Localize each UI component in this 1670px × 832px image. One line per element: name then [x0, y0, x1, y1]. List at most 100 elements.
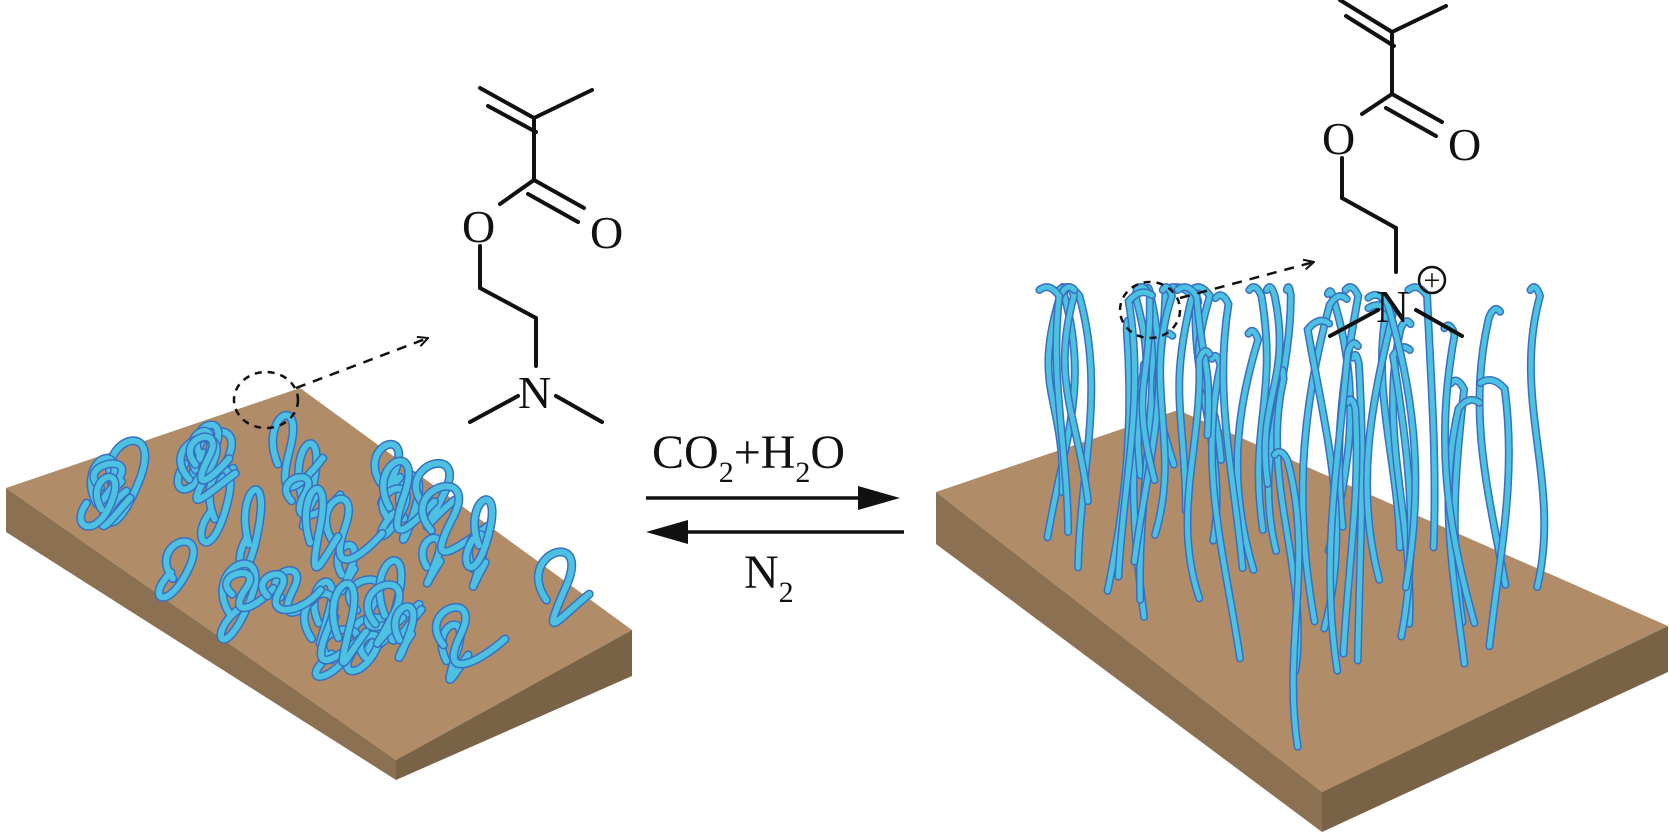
right-brush-32	[1272, 449, 1302, 750]
left-coil-34	[380, 458, 438, 533]
right-methyl-bond	[1390, 4, 1448, 34]
right-brush-33	[1364, 302, 1396, 583]
right-n-methyl-a	[1328, 308, 1380, 338]
n-part: N	[744, 546, 779, 599]
o-part: O	[810, 426, 845, 479]
left-carbonyl-bond-a	[532, 178, 586, 210]
left-coil-35	[419, 483, 494, 555]
right-brush-31	[1134, 284, 1157, 483]
left-coil-33	[433, 604, 508, 667]
left-coil-27	[223, 570, 277, 611]
left-molecule: O O N	[462, 86, 623, 424]
right-co-bond	[1360, 92, 1394, 116]
right-brush-17	[1528, 284, 1547, 590]
plus-h-part: +H	[734, 426, 796, 479]
left-substrate-top	[6, 388, 632, 760]
right-carbonyl-oxygen: O	[1448, 119, 1481, 170]
left-coil-36	[177, 435, 239, 503]
right-extended-chains	[1035, 283, 1549, 751]
left-coil-25	[198, 466, 234, 546]
right-brush-15	[1234, 328, 1261, 573]
left-coil-19	[413, 460, 459, 530]
left-ester-oxygen: O	[462, 201, 495, 252]
right-double-bond-b	[1344, 14, 1396, 48]
left-coil-18	[156, 538, 197, 601]
left-coil-37	[364, 581, 406, 647]
right-brush-43	[1365, 292, 1418, 590]
right-brush-23	[1246, 284, 1270, 533]
right-brush-36	[1184, 348, 1212, 601]
left-n-methyl-b	[554, 394, 604, 424]
left-substrate	[6, 388, 632, 780]
left-co-bond	[498, 178, 536, 206]
positive-charge-circle	[1417, 265, 1447, 295]
left-double-bond-a	[478, 86, 536, 120]
left-coil-32	[303, 485, 341, 571]
reverse-condition-label: N2	[744, 546, 794, 609]
right-brush-19	[1209, 353, 1243, 661]
right-dashed-arrow	[1179, 262, 1314, 300]
left-coil-39	[463, 496, 496, 571]
left-coil-26	[90, 460, 125, 505]
right-molecule: O O N +	[1322, 0, 1481, 338]
right-brush-24	[1265, 284, 1294, 554]
left-coil-10	[419, 535, 444, 587]
right-brush-28	[1305, 318, 1339, 631]
left-coil-42	[330, 580, 369, 666]
left-substrate-side	[396, 630, 632, 780]
right-brush-41	[1327, 340, 1361, 674]
left-carbonyl-bond-b	[526, 192, 580, 224]
left-coil-15	[535, 548, 593, 626]
right-brush-8	[1405, 284, 1438, 550]
left-coil-31	[323, 495, 386, 563]
left-substrate-front	[6, 488, 396, 780]
co-part: CO	[652, 426, 719, 479]
positive-charge-sign: +	[1424, 264, 1441, 297]
right-brush-39	[1262, 284, 1283, 487]
left-double-bond-b	[486, 104, 538, 134]
left-nitrogen: N	[518, 367, 551, 418]
left-coil-40	[259, 571, 324, 613]
right-double-bond-a	[1338, 0, 1394, 34]
right-ester-oxygen: O	[1322, 113, 1355, 164]
h2-subscript: 2	[795, 456, 810, 489]
reaction-arrows: CO2+H2O N2	[646, 426, 904, 609]
right-brush-37	[1477, 377, 1512, 649]
right-brush-5	[1476, 306, 1508, 588]
left-highlight	[232, 338, 428, 430]
right-ch2-ch2-bond	[1340, 196, 1398, 230]
right-brush-38	[1115, 289, 1155, 580]
left-coil-41	[186, 433, 233, 484]
right-brush-40	[1152, 284, 1175, 538]
left-dashed-circle	[232, 370, 300, 430]
left-dashed-arrow	[295, 338, 428, 390]
right-brush-30	[1341, 396, 1360, 657]
left-coil-30	[77, 474, 119, 530]
left-n-methyl-a	[468, 394, 520, 424]
n2-subscript: 2	[779, 576, 794, 609]
co2-subscript: 2	[719, 456, 734, 489]
right-nitrogen: N	[1376, 281, 1409, 332]
reverse-arrowhead	[646, 520, 688, 544]
right-substrate-front	[936, 492, 1322, 832]
right-brush-9	[1350, 352, 1365, 663]
left-coil-43	[392, 603, 417, 661]
right-brush-6	[1445, 397, 1482, 667]
right-brush-44	[1213, 292, 1246, 571]
right-brush-34	[1441, 322, 1477, 626]
right-dashed-circle	[1118, 280, 1182, 340]
right-substrate-side	[1322, 626, 1668, 832]
forward-arrowhead	[858, 486, 900, 510]
left-ch2-ch2-bond	[478, 286, 538, 320]
right-carbonyl-bond-a	[1390, 92, 1444, 124]
left-carbonyl-oxygen: O	[590, 207, 623, 258]
left-coiled-chains	[76, 410, 594, 684]
forward-condition-label: CO2+H2O	[652, 426, 845, 489]
right-n-methyl-b	[1414, 308, 1464, 338]
right-brush-45	[1036, 284, 1071, 535]
right-brush-35	[1175, 284, 1211, 438]
left-methyl-bond	[532, 88, 594, 120]
right-highlight	[1118, 262, 1314, 340]
right-carbonyl-bond-b	[1384, 106, 1438, 138]
